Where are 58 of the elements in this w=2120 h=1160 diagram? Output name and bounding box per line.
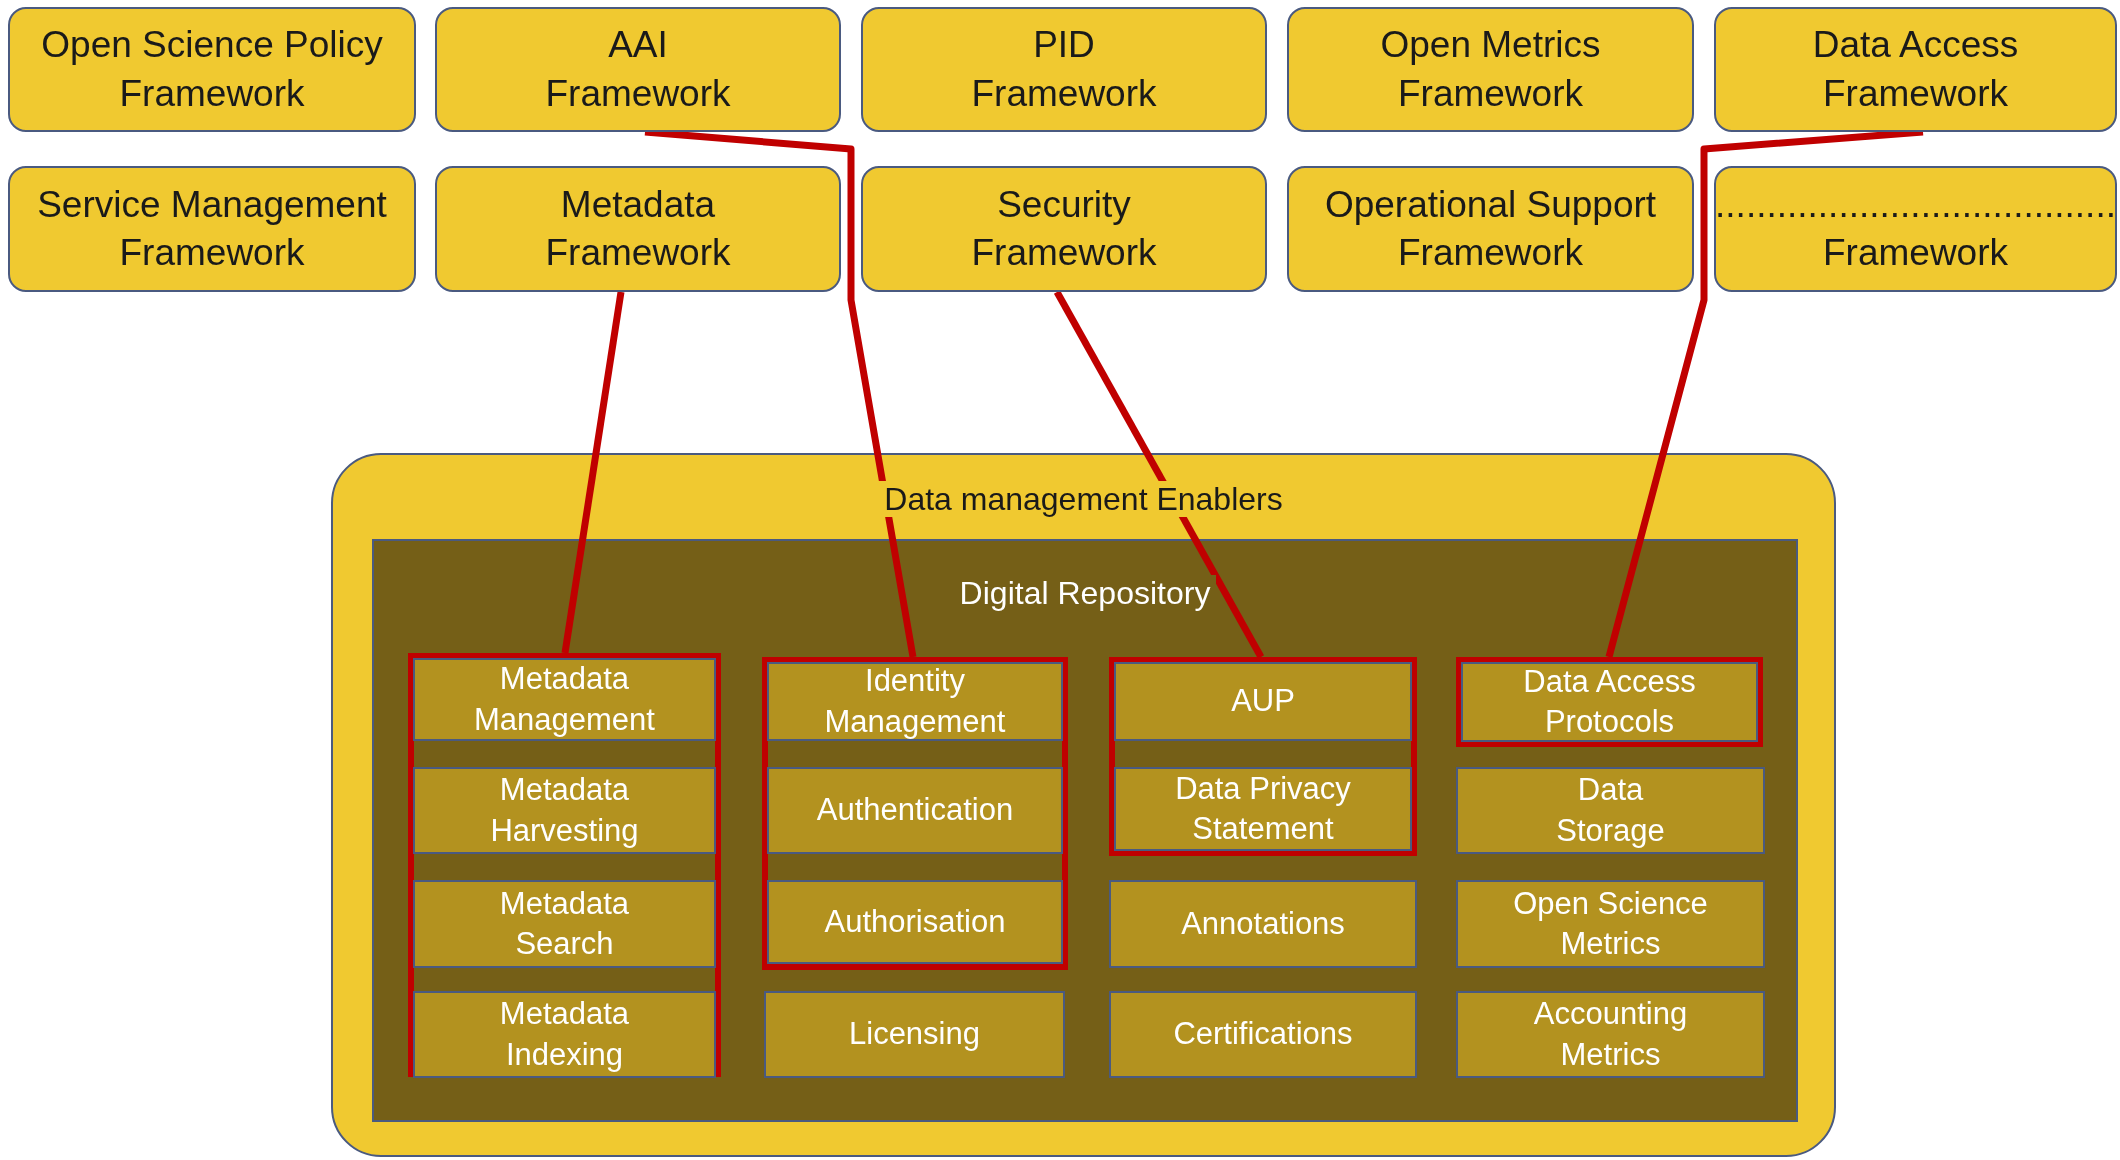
framework-label: Metadata Framework	[544, 182, 732, 275]
component-label: Authentication	[816, 791, 1014, 830]
framework-label: Data Access Framework	[1811, 23, 2020, 116]
framework-box	[8, 7, 416, 132]
framework-label: PID Framework	[970, 23, 1158, 116]
highlight-group-box	[1109, 657, 1417, 856]
component-box	[1109, 991, 1417, 1078]
component-box	[767, 880, 1063, 964]
component-label: Metadata Management	[474, 660, 655, 739]
component-box	[413, 880, 716, 968]
framework-label: Service Management Framework	[36, 182, 388, 275]
component-box	[767, 767, 1063, 854]
connector-line	[561, 291, 625, 654]
component-label: Open Science Metrics	[1513, 884, 1708, 963]
component-label: Data Storage	[1556, 771, 1665, 850]
framework-label: Open Science Policy Framework	[40, 23, 384, 116]
component-box	[1456, 880, 1765, 968]
component-box	[413, 658, 716, 741]
framework-label: Security Framework	[970, 182, 1158, 275]
framework-label: Open Metrics Framework	[1379, 23, 1602, 116]
component-box	[1114, 662, 1412, 741]
component-label: Accounting Metrics	[1533, 995, 1688, 1074]
framework-label: ....................................... Framework	[1714, 182, 2117, 275]
framework-box	[1714, 166, 2117, 292]
component-box	[413, 991, 716, 1078]
connector-line	[1053, 290, 1265, 659]
component-box	[1114, 767, 1412, 851]
component-label: Metadata Indexing	[499, 995, 630, 1074]
framework-box	[8, 166, 416, 292]
component-label: Data Access Protocols	[1523, 662, 1696, 741]
framework-box	[435, 7, 841, 132]
component-label: AUP	[1231, 682, 1295, 721]
component-box	[764, 991, 1065, 1078]
component-label: Authorisation	[824, 902, 1006, 941]
component-label: Metadata Search	[499, 884, 630, 963]
framework-box	[435, 166, 841, 292]
framework-box	[1714, 7, 2117, 132]
framework-box	[861, 166, 1267, 292]
framework-label: Operational Support Framework	[1323, 182, 1658, 275]
repository-panel	[372, 539, 1798, 1122]
framework-box	[861, 7, 1267, 132]
framework-box	[1287, 166, 1694, 292]
component-box	[767, 662, 1063, 741]
component-label: Data Privacy Statement	[1175, 769, 1351, 848]
highlight-group-box	[408, 653, 721, 1077]
component-label: Licensing	[849, 1015, 980, 1054]
component-label: Metadata Harvesting	[490, 771, 639, 850]
framework-box	[1287, 7, 1694, 132]
component-box	[1456, 991, 1765, 1078]
component-box	[1456, 767, 1765, 854]
enablers-panel	[331, 453, 1836, 1157]
framework-label: AAI Framework	[544, 23, 732, 116]
component-label: Certifications	[1173, 1015, 1353, 1054]
component-box	[1109, 880, 1417, 968]
component-label: Identity Management	[824, 662, 1006, 741]
component-box	[413, 767, 716, 854]
highlight-group-box	[762, 657, 1068, 970]
component-label: Annotations	[1181, 904, 1345, 943]
